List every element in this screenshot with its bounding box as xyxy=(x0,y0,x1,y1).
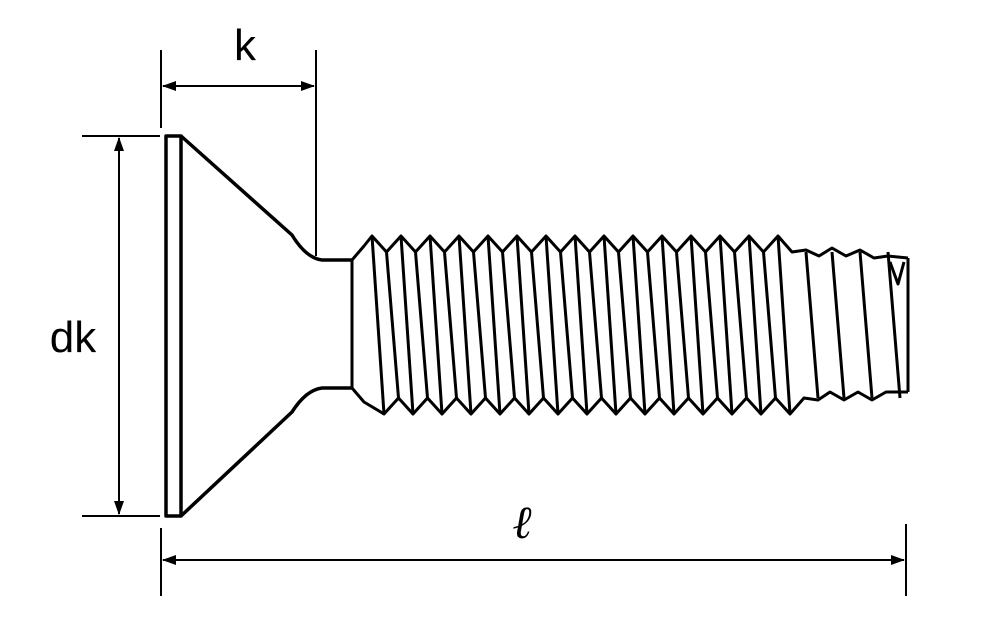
thread-root-line xyxy=(733,251,748,399)
thread-line xyxy=(544,235,560,415)
thread-root-line xyxy=(675,251,690,399)
thread-line xyxy=(804,251,820,399)
thread-root-line xyxy=(646,251,661,399)
thread-line xyxy=(631,235,647,415)
threaded-shank xyxy=(350,234,910,416)
thread-line xyxy=(718,235,734,415)
thread-line xyxy=(689,235,705,415)
head-countersink-lower xyxy=(179,386,352,518)
thread-root-line xyxy=(588,251,603,399)
label-k: k xyxy=(234,21,257,70)
thread-root-line xyxy=(385,251,400,399)
thread-root-line xyxy=(501,251,516,399)
thread-tip-mark xyxy=(888,261,906,286)
label-length: ℓ xyxy=(512,495,532,549)
thread-root-line xyxy=(472,251,487,399)
dimension-lines xyxy=(114,81,905,565)
thread-line xyxy=(776,235,792,415)
thread-root-line xyxy=(704,251,719,399)
thread-line xyxy=(858,251,874,399)
thread-line xyxy=(573,235,589,415)
thread-line xyxy=(428,235,444,415)
thread-line xyxy=(370,235,386,415)
thread-line xyxy=(486,235,502,415)
thread-line xyxy=(886,251,902,399)
head-countersink-upper xyxy=(179,134,352,262)
thread-line xyxy=(830,251,846,399)
thread-line xyxy=(660,235,676,415)
thread-root-line xyxy=(617,251,632,399)
screw-head xyxy=(164,134,352,518)
thread-root-line xyxy=(443,251,458,399)
thread-line xyxy=(515,235,531,415)
thread-line xyxy=(602,235,618,415)
thread-line xyxy=(457,235,473,415)
thread-root-line xyxy=(762,251,777,399)
thread-root-line xyxy=(530,251,545,399)
extension-lines xyxy=(82,50,907,596)
thread-crest-top xyxy=(350,234,909,261)
head-top-face xyxy=(164,134,183,518)
thread-root-line xyxy=(559,251,574,399)
thread-root-line xyxy=(414,251,429,399)
thread-line xyxy=(747,235,763,415)
label-dk: dk xyxy=(50,313,97,362)
thread-line xyxy=(399,235,415,415)
